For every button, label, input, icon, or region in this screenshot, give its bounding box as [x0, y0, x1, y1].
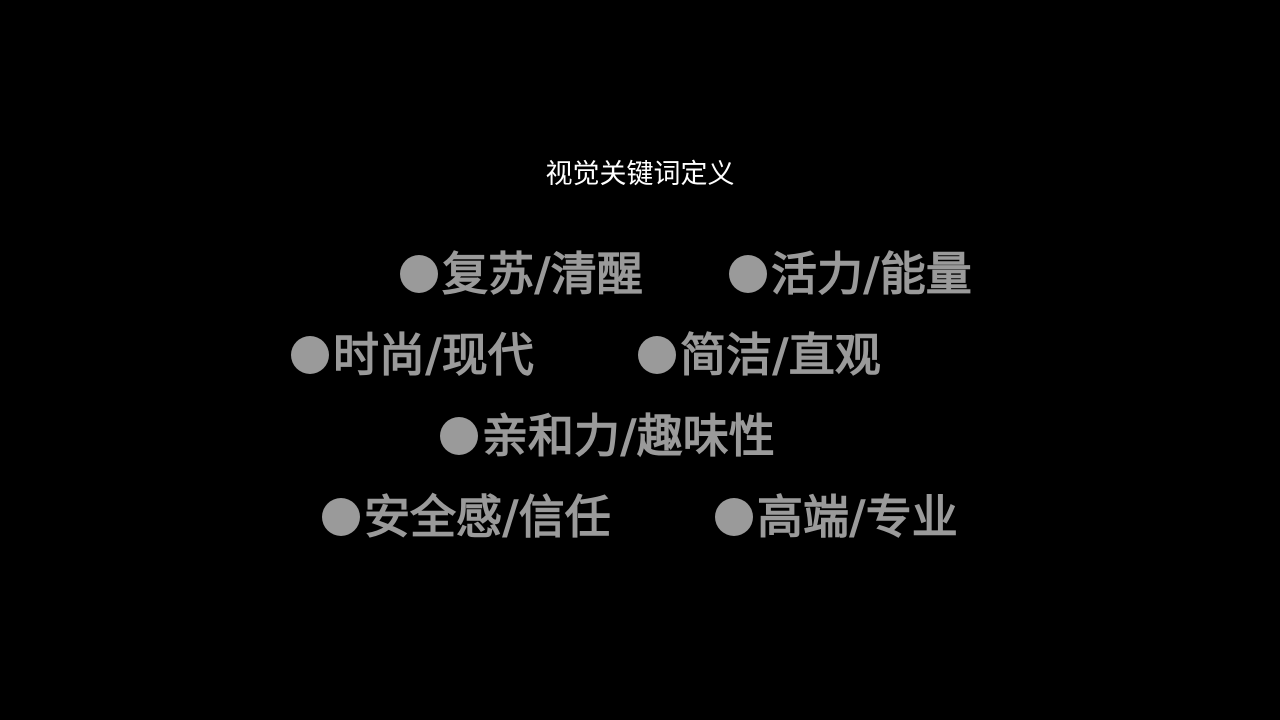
keyword-label: 活力/能量 — [771, 247, 972, 301]
bullet-dot-icon — [440, 417, 478, 455]
keyword-item-vitality: 活力/能量 — [729, 246, 972, 302]
bullet-dot-icon — [729, 255, 767, 293]
slide-title: 视觉关键词定义 — [545, 159, 735, 190]
keyword-label: 简洁/直观 — [680, 328, 881, 382]
keyword-item-simplicity: 简洁/直观 — [638, 327, 881, 383]
keyword-item-security: 安全感/信任 — [322, 489, 611, 545]
keyword-item-fashion: 时尚/现代 — [291, 327, 534, 383]
keyword-item-affinity: 亲和力/趣味性 — [440, 408, 775, 464]
bullet-dot-icon — [400, 255, 438, 293]
bullet-dot-icon — [291, 336, 329, 374]
bullet-dot-icon — [322, 498, 360, 536]
keyword-label: 安全感/信任 — [364, 490, 611, 544]
keyword-item-revival: 复苏/清醒 — [400, 246, 643, 302]
bullet-dot-icon — [638, 336, 676, 374]
keyword-label: 复苏/清醒 — [442, 247, 643, 301]
keyword-label: 高端/专业 — [757, 490, 958, 544]
keyword-label: 时尚/现代 — [333, 328, 534, 382]
bullet-dot-icon — [715, 498, 753, 536]
keyword-item-premium: 高端/专业 — [715, 489, 958, 545]
keyword-label: 亲和力/趣味性 — [482, 409, 775, 463]
